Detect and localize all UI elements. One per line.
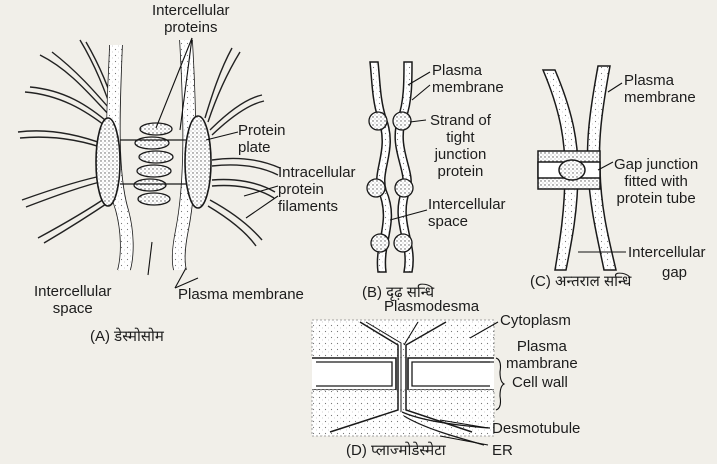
intercellular-proteins [134,123,173,205]
protein-plate-left [96,118,120,206]
tight-junction-diagram [367,62,430,272]
cell-wall-label: Cell wall [512,374,568,391]
gap-junction-label: Gap junction fitted with protein tube [614,156,698,207]
plasmodesma-diagram [312,320,504,445]
tight-junction-protein-label: Strand of tight junction protein [430,112,491,180]
plasma-membrane-label-a: Plasma membrane [178,286,304,303]
intracellular-filaments-label: Intracellular protein filaments [278,164,356,215]
desmotubule-label: Desmotubule [492,420,580,437]
plasmodesma-label: Plasmodesma [384,298,479,315]
caption-d: (D) प्लाज्मोडेस्मेटा [346,442,446,459]
intercellular-space-label-a: Intercellular space [34,283,112,317]
gap-junction-diagram [538,66,626,270]
desmosome-diagram [18,38,280,288]
caption-a: (A) डेस्मोसोम [90,328,164,345]
panel-a-leaders [148,38,278,288]
intercellular-space-label-b: Intercellular space [428,196,506,230]
cytoplasm-label: Cytoplasm [500,312,571,329]
plasma-membrane-label-c: Plasma membrane [624,72,696,106]
intercellular-proteins-label: Intercellular proteins [152,2,230,36]
protein-plate-right [185,116,211,208]
plasma-mambrane-label: Plasma mambrane [506,338,578,372]
caption-c: (C) अन्तराल सन्धि [530,273,631,290]
intercellular-gap-label-2: gap [662,264,687,281]
protein-plate-label: Protein plate [238,122,286,156]
intercellular-gap-label: Intercellular [628,244,706,261]
er-label: ER [492,442,513,459]
plasma-membrane-label-b: Plasma membrane [432,62,504,96]
